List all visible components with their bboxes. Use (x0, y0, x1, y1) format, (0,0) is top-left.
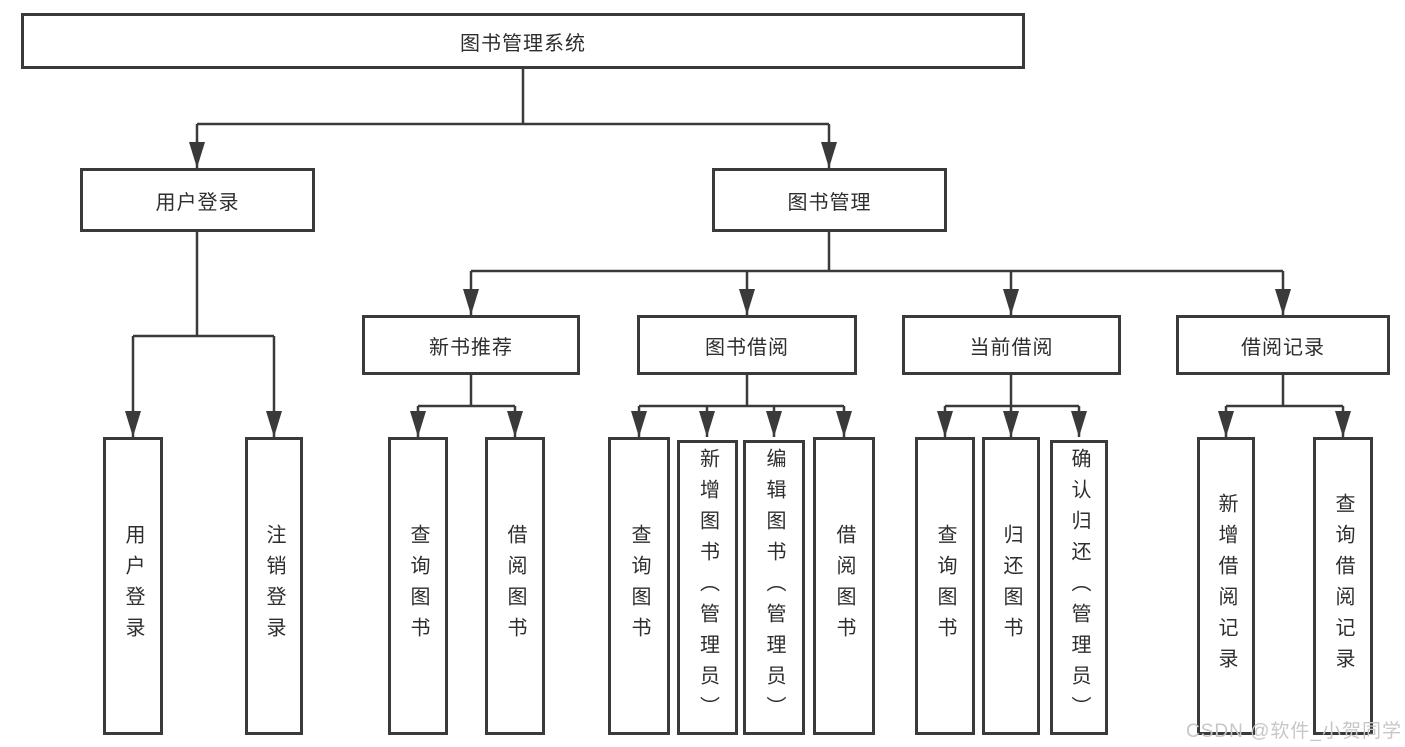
leaf-cb-query-books-label: 查询图书 (934, 524, 956, 648)
node-book-mgmt: 图书管理 (712, 168, 947, 232)
leaf-cb-confirm-return: 确认归还（管理员） (1050, 440, 1108, 735)
leaf-user-login: 用户登录 (103, 437, 163, 735)
leaf-br-query-record: 查询借阅记录 (1313, 437, 1373, 735)
node-book-borrow-label: 图书借阅 (705, 336, 789, 359)
leaf-user-login-label: 用户登录 (122, 524, 144, 648)
node-user-login-label: 用户登录 (155, 191, 240, 214)
leaf-cb-return-books: 归还图书 (982, 437, 1040, 735)
leaf-logout: 注销登录 (245, 437, 303, 735)
leaf-cb-query-books: 查询图书 (915, 437, 975, 735)
leaf-br-add-record: 新增借阅记录 (1197, 437, 1255, 735)
leaf-bb-query-books-label: 查询图书 (628, 524, 650, 648)
leaf-rec-query-books: 查询图书 (388, 437, 448, 735)
node-borrow-records: 借阅记录 (1176, 315, 1390, 375)
node-user-login: 用户登录 (80, 168, 315, 232)
connector-new-book-rec-children (418, 375, 515, 408)
node-root: 图书管理系统 (21, 13, 1025, 69)
connector-book-mgmt-children (471, 232, 1283, 273)
connector-root-to-level2 (197, 69, 829, 126)
leaf-bb-query-books: 查询图书 (608, 437, 670, 735)
node-current-borrow-label: 当前借阅 (969, 336, 1054, 359)
connector-book-borrow-children (639, 375, 844, 408)
node-book-mgmt-label: 图书管理 (787, 191, 872, 214)
leaf-bb-add-books-label: 新增图书（管理员） (696, 448, 719, 727)
connector-user-login-children (133, 232, 274, 338)
node-new-book-rec-label: 新书推荐 (429, 336, 513, 359)
leaf-bb-borrow-books-label: 借阅图书 (833, 524, 855, 648)
leaf-rec-query-books-label: 查询图书 (407, 524, 429, 648)
leaf-br-add-record-label: 新增借阅记录 (1215, 493, 1237, 679)
node-new-book-rec: 新书推荐 (362, 315, 580, 375)
leaf-logout-label: 注销登录 (263, 524, 285, 648)
node-book-borrow: 图书借阅 (637, 315, 857, 375)
node-current-borrow: 当前借阅 (902, 315, 1121, 375)
csdn-watermark: CSDN @软件_小贺同学 (1186, 721, 1402, 742)
leaf-bb-edit-books-label: 编辑图书（管理员） (763, 448, 785, 727)
connector-borrow-records-children (1226, 375, 1343, 408)
leaf-bb-borrow-books: 借阅图书 (813, 437, 875, 735)
leaf-bb-add-books: 新增图书（管理员） (677, 440, 738, 735)
connector-current-borrow-children (945, 375, 1079, 408)
leaf-br-query-record-label: 查询借阅记录 (1332, 493, 1354, 679)
leaf-cb-confirm-return-label: 确认归还（管理员） (1068, 448, 1090, 727)
leaf-bb-edit-books: 编辑图书（管理员） (743, 440, 805, 735)
leaf-rec-borrow-books-label: 借阅图书 (504, 524, 526, 648)
leaf-rec-borrow-books: 借阅图书 (485, 437, 545, 735)
leaf-cb-return-books-label: 归还图书 (1000, 524, 1022, 648)
node-root-label: 图书管理系统 (460, 32, 586, 55)
node-borrow-records-label: 借阅记录 (1241, 336, 1325, 359)
